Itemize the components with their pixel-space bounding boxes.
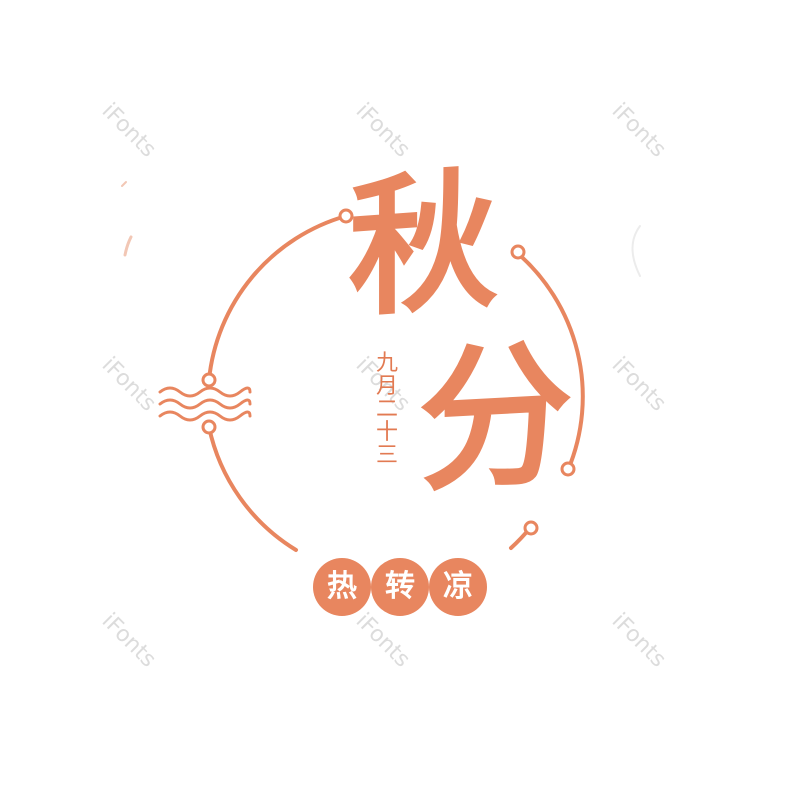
faint-mark (123, 235, 133, 257)
ring-node (201, 372, 217, 388)
ring-node (338, 208, 354, 224)
ring-node (510, 244, 526, 260)
ring-arc-left-top (207, 214, 348, 382)
faint-mark (121, 181, 127, 187)
seal-cool: 凉 (429, 558, 487, 616)
seal-turn: 转 (371, 558, 429, 616)
ring-arc-left-bottom (207, 425, 298, 552)
wave-lines-icon (158, 386, 252, 422)
ring-node (523, 520, 539, 536)
faint-mark (631, 225, 641, 277)
ring-arc-right (513, 249, 585, 472)
ring-node (201, 419, 217, 435)
ring-node (560, 461, 576, 477)
date-vertical-text: 九月二十三 (375, 351, 398, 469)
title-char-equinox: 分 (418, 321, 573, 514)
seal-hot: 热 (313, 558, 371, 616)
title-char-autumn: 秋 (348, 151, 498, 339)
